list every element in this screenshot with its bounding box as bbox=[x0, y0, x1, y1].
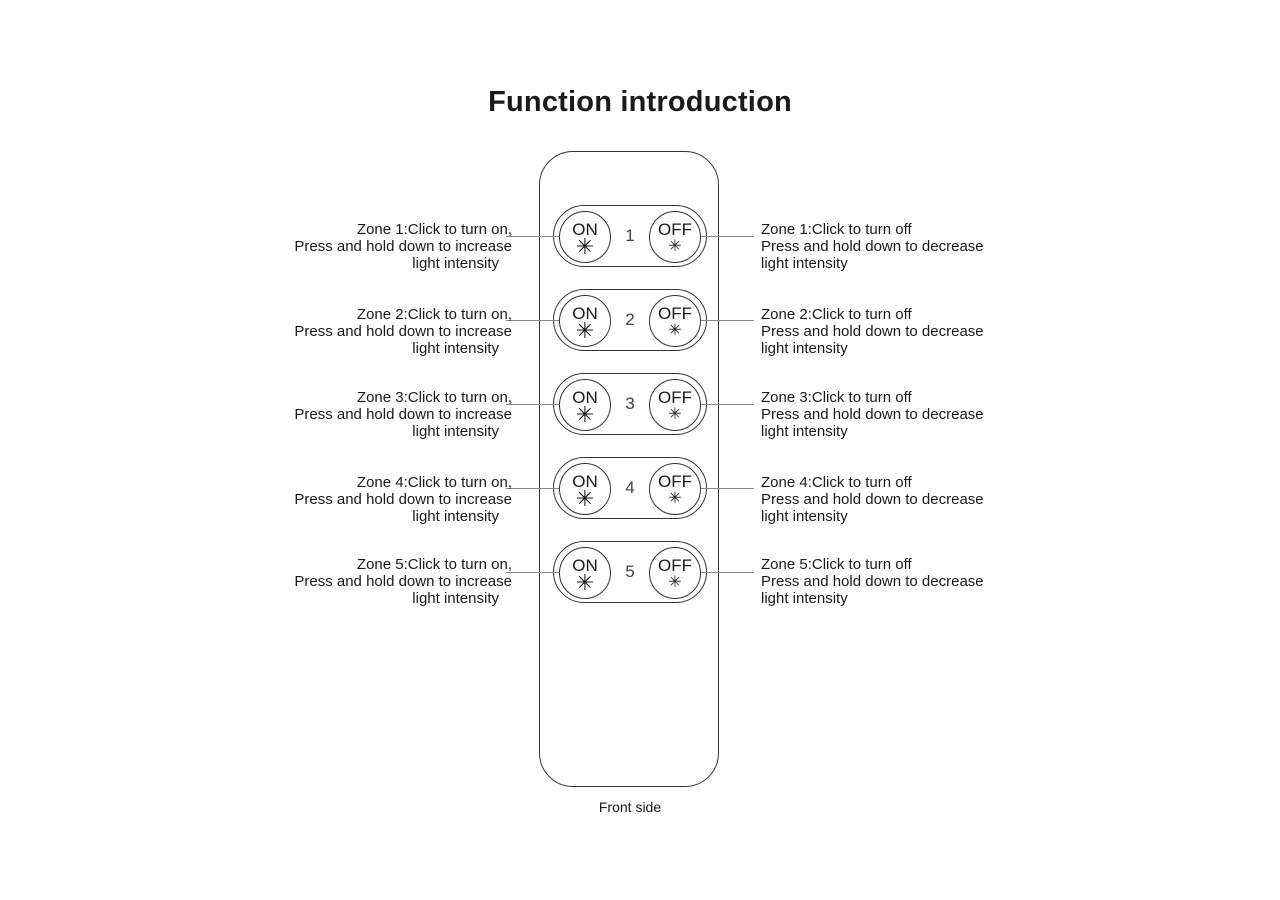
asterisk-icon: ✳ bbox=[575, 402, 595, 427]
zone-4-off-description: Zone 4:Click to turn off Press and hold … bbox=[761, 474, 984, 525]
diagram-title: Function introduction bbox=[488, 86, 792, 118]
off-label: OFF bbox=[658, 220, 692, 239]
zone-4-on-description: Zone 4:Click to turn on, Press and hold … bbox=[294, 474, 512, 525]
zone-1-on-button[interactable]: ON ✳ bbox=[559, 211, 611, 263]
asterisk-icon: ✳ bbox=[575, 234, 595, 259]
off-label: OFF bbox=[658, 472, 692, 491]
small-asterisk-icon: ✳ bbox=[668, 490, 682, 507]
small-asterisk-icon: ✳ bbox=[668, 406, 682, 423]
zone-5-off-description: Zone 5:Click to turn off Press and hold … bbox=[761, 556, 984, 607]
zone-3-off-description: Zone 3:Click to turn off Press and hold … bbox=[761, 389, 984, 440]
asterisk-icon: ✳ bbox=[575, 486, 595, 511]
small-asterisk-icon: ✳ bbox=[668, 238, 682, 255]
zone-1-button-group: ON ✳ 1 OFF ✳ bbox=[553, 205, 707, 267]
zone-1-off-description: Zone 1:Click to turn off Press and hold … bbox=[761, 221, 984, 272]
remote-control-body bbox=[539, 151, 719, 787]
zone-number: 5 bbox=[625, 562, 635, 581]
off-label: OFF bbox=[658, 556, 692, 575]
leader-line bbox=[506, 320, 559, 321]
leader-line bbox=[701, 236, 754, 237]
leader-line bbox=[701, 404, 754, 405]
zone-3-off-button[interactable]: OFF ✳ bbox=[649, 379, 701, 431]
leader-line bbox=[506, 572, 559, 573]
front-side-caption: Front side bbox=[598, 799, 662, 815]
off-label: OFF bbox=[658, 388, 692, 407]
on-label: ON bbox=[572, 472, 598, 491]
zone-5-on-button[interactable]: ON ✳ bbox=[559, 547, 611, 599]
zone-number: 4 bbox=[625, 478, 635, 497]
zone-3-on-button[interactable]: ON ✳ bbox=[559, 379, 611, 431]
asterisk-icon: ✳ bbox=[575, 570, 595, 595]
on-label: ON bbox=[572, 388, 598, 407]
zone-3-on-description: Zone 3:Click to turn on, Press and hold … bbox=[294, 389, 512, 440]
asterisk-icon: ✳ bbox=[575, 318, 595, 343]
small-asterisk-icon: ✳ bbox=[668, 322, 682, 339]
zone-4-button-group: ON ✳ 4 OFF ✳ bbox=[553, 457, 707, 519]
small-asterisk-icon: ✳ bbox=[668, 574, 682, 591]
zone-5-off-button[interactable]: OFF ✳ bbox=[649, 547, 701, 599]
zone-1-on-description: Zone 1:Click to turn on, Press and hold … bbox=[294, 221, 512, 272]
zone-3-button-group: ON ✳ 3 OFF ✳ bbox=[553, 373, 707, 435]
leader-line bbox=[506, 488, 559, 489]
zone-number: 1 bbox=[625, 226, 635, 245]
zone-number: 3 bbox=[625, 394, 635, 413]
zone-2-on-description: Zone 2:Click to turn on, Press and hold … bbox=[294, 306, 512, 357]
leader-line bbox=[701, 488, 754, 489]
on-label: ON bbox=[572, 304, 598, 323]
leader-line bbox=[701, 320, 754, 321]
zone-5-on-description: Zone 5:Click to turn on, Press and hold … bbox=[294, 556, 512, 607]
leader-line bbox=[506, 236, 559, 237]
leader-line bbox=[506, 404, 559, 405]
zone-4-on-button[interactable]: ON ✳ bbox=[559, 463, 611, 515]
zone-4-off-button[interactable]: OFF ✳ bbox=[649, 463, 701, 515]
zone-2-off-description: Zone 2:Click to turn off Press and hold … bbox=[761, 306, 984, 357]
zone-number: 2 bbox=[625, 310, 635, 329]
zone-2-on-button[interactable]: ON ✳ bbox=[559, 295, 611, 347]
on-label: ON bbox=[572, 220, 598, 239]
on-label: ON bbox=[572, 556, 598, 575]
off-label: OFF bbox=[658, 304, 692, 323]
leader-line bbox=[701, 572, 754, 573]
zone-1-off-button[interactable]: OFF ✳ bbox=[649, 211, 701, 263]
zone-5-button-group: ON ✳ 5 OFF ✳ bbox=[553, 541, 707, 603]
zone-2-off-button[interactable]: OFF ✳ bbox=[649, 295, 701, 347]
zone-2-button-group: ON ✳ 2 OFF ✳ bbox=[553, 289, 707, 351]
